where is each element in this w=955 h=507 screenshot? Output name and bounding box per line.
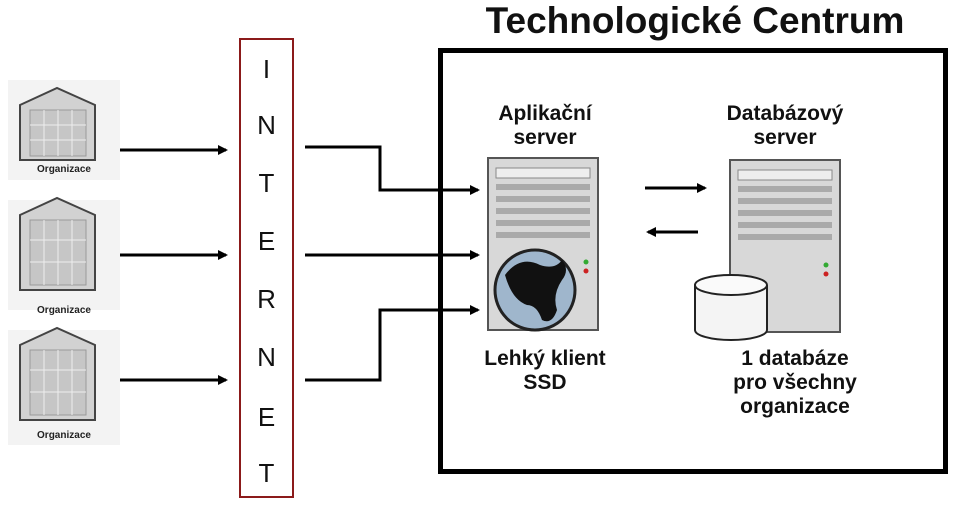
diagram-title: Technologické Centrum: [485, 0, 905, 41]
db-server-label-line2: server: [753, 126, 817, 149]
organization-label: Organizace: [37, 305, 91, 316]
organization-label: Organizace: [37, 430, 91, 441]
app-server-caption-line2: SSD: [523, 371, 567, 394]
db-server-caption-line2: pro všechny: [733, 371, 857, 394]
app-server-label-line2: server: [513, 126, 577, 149]
database-cylinder-icon: [694, 274, 768, 341]
app-server-caption-line1: Lehký klient: [484, 347, 606, 370]
internet-letter: I: [262, 54, 271, 84]
internet-letter: T: [258, 168, 275, 198]
internet-letter: N: [257, 342, 276, 372]
app-server-caption: Lehký klient SSD: [470, 347, 620, 395]
building-icon-3: [8, 326, 120, 445]
internet-letter: E: [257, 226, 276, 256]
arrow-internet-app-1: [305, 145, 480, 195]
app-server-label-line1: Aplikační: [498, 102, 592, 125]
db-server-caption-line3: organizace: [740, 395, 850, 418]
building-icon-2: [8, 196, 120, 310]
internet-letter: E: [257, 402, 276, 432]
organization-label: Organizace: [37, 164, 91, 175]
organization-1: Organizace: [8, 80, 120, 180]
internet-box: I N T E R N E T: [239, 38, 294, 498]
organization-3: Organizace: [8, 330, 120, 445]
app-server-label: Aplikační server: [475, 102, 615, 150]
technology-center-box: [438, 48, 948, 474]
internet-letter: R: [257, 284, 276, 314]
building-icon-1: [8, 80, 120, 180]
db-server-label-line1: Databázový: [726, 102, 844, 125]
internet-letter: T: [258, 458, 275, 488]
internet-letter: N: [257, 110, 276, 140]
db-server-caption: 1 databáze pro všechny organizace: [715, 347, 875, 419]
db-server-caption-line1: 1 databáze: [741, 347, 849, 370]
arrow-internet-app-3: [305, 305, 480, 382]
db-server-label: Databázový server: [705, 102, 865, 150]
organization-2: Organizace: [8, 200, 120, 316]
globe-icon: [493, 248, 577, 332]
